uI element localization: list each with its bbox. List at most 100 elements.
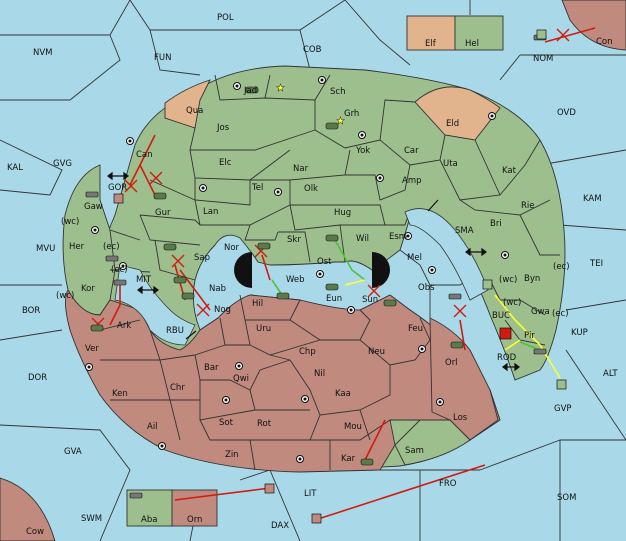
supply-center	[316, 270, 324, 278]
supply-center	[158, 442, 166, 450]
supply-center	[301, 395, 309, 403]
label-grh: Grh	[344, 109, 359, 119]
south-province-borders	[99, 294, 431, 471]
label-ver: Ver	[85, 344, 99, 354]
unit-army-green	[325, 234, 339, 242]
region-aba[interactable]	[126, 489, 173, 527]
label-mou: Mou	[344, 422, 362, 432]
label-coast-wc: (wc)	[56, 291, 74, 301]
label-ken: Ken	[112, 389, 128, 399]
label-mvu: MVU	[36, 244, 55, 254]
label-jos: Jos	[216, 123, 230, 133]
label-nvm: NVM	[33, 48, 53, 58]
label-gur: Gur	[155, 208, 171, 218]
label-eld: Eld	[446, 119, 459, 129]
region-elf[interactable]	[406, 15, 456, 51]
label-rod: ROD	[497, 353, 517, 363]
label-nor: Nor	[224, 243, 240, 253]
label-kat: Kat	[502, 166, 517, 176]
unit-army-green	[383, 299, 397, 307]
supply-center	[404, 232, 412, 240]
label-lan: Lan	[203, 207, 218, 217]
label-con: Con	[596, 37, 613, 47]
label-chr: Chr	[170, 383, 185, 393]
label-hil: Hil	[252, 299, 263, 309]
supply-center	[85, 363, 93, 371]
unit-fleet	[533, 348, 547, 355]
label-gwa: Gwa	[531, 307, 550, 317]
supply-center	[199, 184, 207, 192]
label-ail: Ail	[147, 422, 158, 432]
label-tei: TEI	[589, 259, 603, 269]
sea-sma	[404, 208, 489, 301]
label-coast-wc: (wc)	[61, 217, 79, 227]
unit-fleet	[129, 492, 143, 499]
label-coast-ec: (ec)	[553, 262, 570, 272]
supply-center	[91, 226, 99, 234]
supply-center	[318, 76, 326, 84]
supply-center	[376, 174, 384, 182]
label-bar: Bar	[204, 363, 219, 373]
label-bri: Bri	[490, 219, 502, 229]
supply-center	[358, 131, 366, 139]
label-bor: BOR	[22, 306, 40, 316]
label-kal: KAL	[7, 163, 23, 173]
supply-center	[488, 112, 496, 120]
unit-fleet	[85, 191, 99, 198]
label-orn: Orn	[187, 515, 202, 525]
supply-center	[222, 396, 230, 404]
label-kup: KUP	[571, 328, 588, 338]
unit-army-green	[163, 243, 177, 251]
label-nar: Nar	[293, 164, 309, 174]
label-gvp: GVP	[554, 404, 572, 414]
label-amp: Amp	[402, 176, 422, 186]
coast-marker-right	[372, 252, 390, 288]
label-coast-ec: (ec)	[111, 265, 128, 275]
label-fro: FRO	[439, 479, 457, 489]
label-aba: Aba	[141, 515, 157, 525]
label-coast-ec: (ec)	[103, 242, 120, 252]
supply-center	[347, 306, 355, 314]
supply-center	[428, 266, 436, 274]
label-web: Web	[286, 275, 305, 285]
label-sma: SMA	[455, 226, 474, 236]
unit-army-green	[90, 324, 104, 332]
orders-red	[109, 27, 596, 521]
label-coast-ec: (ec)	[552, 309, 569, 319]
star-icon: ★	[336, 116, 345, 127]
label-yok: Yok	[355, 146, 370, 156]
label-can: Can	[136, 150, 153, 160]
orders-yellow	[344, 279, 561, 379]
label-kaa: Kaa	[335, 389, 351, 399]
label-her: Her	[69, 242, 85, 252]
label-sot: Sot	[219, 418, 234, 428]
unit-army-green	[181, 292, 195, 300]
region-sam[interactable]	[394, 419, 471, 466]
label-dor: DOR	[28, 373, 47, 383]
region-hel[interactable]	[454, 15, 504, 51]
adjacency-markers	[107, 171, 520, 372]
sea-mit-rbu	[114, 264, 196, 346]
label-nil: Nil	[314, 369, 325, 379]
label-nog: Nog	[214, 305, 231, 315]
label-uta: Uta	[443, 159, 458, 169]
unit-army-green	[360, 458, 374, 466]
label-esm: Esm	[389, 232, 407, 242]
label-kar: Kar	[341, 454, 356, 464]
label-coast-wc: (wc)	[499, 275, 517, 285]
label-olk: Olk	[304, 184, 318, 194]
region-eld[interactable]	[414, 86, 501, 141]
label-rie: Rie	[521, 201, 535, 211]
label-elf: Elf	[425, 39, 437, 49]
label-lit: LIT	[304, 489, 317, 499]
label-kor: Kor	[81, 284, 95, 294]
label-swm: SWM	[81, 514, 102, 524]
supply-center	[233, 82, 241, 90]
label-chp: Chp	[299, 347, 316, 357]
label-skr: Skr	[287, 235, 301, 245]
label-wil: Wil	[356, 234, 369, 244]
region-qua[interactable]	[164, 79, 211, 129]
supply-center	[436, 398, 444, 406]
label-sam: Sam	[405, 446, 424, 456]
